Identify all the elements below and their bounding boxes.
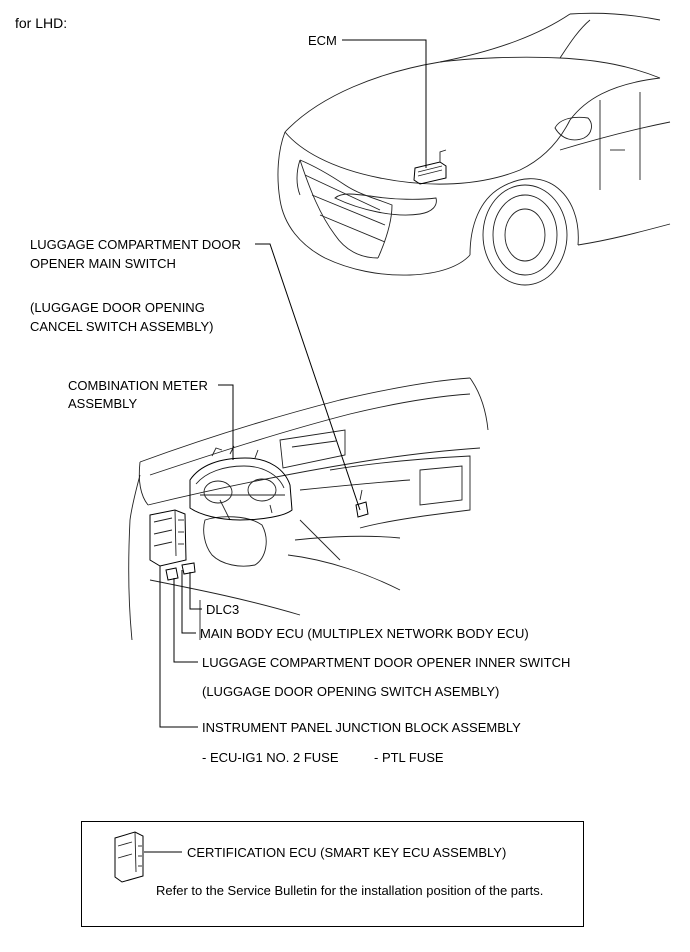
leader-lines	[144, 39, 427, 853]
luggage-cancel-switch-label-line1: (LUGGAGE DOOR OPENING	[30, 300, 205, 315]
fuse-ecu-ig1-label: - ECU-IG1 NO. 2 FUSE	[202, 750, 339, 765]
certification-ecu-icon	[114, 831, 144, 883]
junction-block-label: INSTRUMENT PANEL JUNCTION BLOCK ASSEMBLY	[202, 720, 521, 735]
certification-ecu-label: CERTIFICATION ECU (SMART KEY ECU ASSEMBL…	[187, 845, 507, 860]
inner-switch-label: LUGGAGE COMPARTMENT DOOR OPENER INNER SW…	[202, 655, 571, 670]
combination-meter-label-line2: ASSEMBLY	[68, 396, 138, 411]
note-box	[81, 821, 584, 927]
luggage-cancel-switch-label-line2: CANCEL SWITCH ASSEMBLY)	[30, 319, 214, 334]
dashboard-illustration	[128, 377, 489, 641]
dlc3-label: DLC3	[206, 602, 240, 617]
note-text: Refer to the Service Bulletin for the in…	[156, 883, 544, 898]
car-front-illustration	[277, 12, 671, 286]
inner-switch-alt-label: (LUGGAGE DOOR OPENING SWITCH ASEMBLY)	[202, 684, 500, 699]
luggage-main-switch-label-line2: OPENER MAIN SWITCH	[30, 256, 176, 271]
page-header: for LHD:	[15, 15, 68, 31]
luggage-main-switch-label-line1: LUGGAGE COMPARTMENT DOOR	[30, 237, 241, 252]
fuse-ptl-label: - PTL FUSE	[374, 750, 444, 765]
main-body-ecu-label: MAIN BODY ECU (MULTIPLEX NETWORK BODY EC…	[200, 626, 529, 641]
combination-meter-label-line1: COMBINATION METER	[68, 378, 208, 393]
ecm-label: ECM	[308, 33, 337, 48]
